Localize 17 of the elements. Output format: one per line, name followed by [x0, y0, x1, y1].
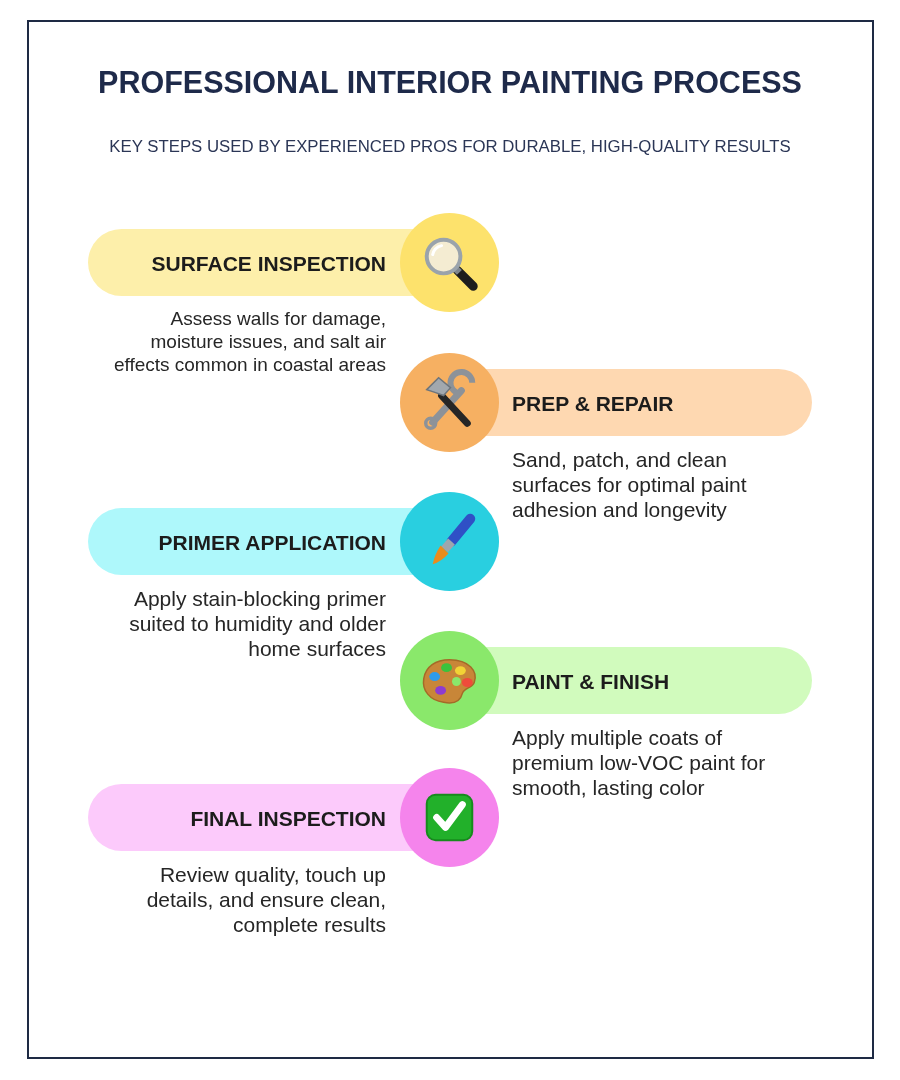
step-title: SURFACE INSPECTION [151, 250, 386, 275]
step-title: PRIMER APPLICATION [158, 529, 386, 554]
step-description: Apply stain-blocking primer suited to humidity and older home surfaces [128, 586, 386, 661]
step-banner [88, 213, 499, 312]
step-description: Review quality, touch up details, and ensure clean, complete results [145, 862, 386, 937]
step-description: Sand, patch, and clean surfaces for optimal paint adhesion and longevity [512, 447, 748, 522]
step-title: FINAL INSPECTION [190, 805, 386, 830]
title: PROFESSIONAL INTERIOR PAINTING PROCESS [98, 64, 802, 100]
step-title: PAINT & FINISH [512, 668, 670, 693]
step-banner [400, 631, 812, 730]
step-banner [88, 492, 499, 591]
step-description: Assess walls for damage, moisture issues, and salt air effects common in coastal areas [112, 307, 386, 376]
step-title: PREP & REPAIR [512, 390, 674, 415]
step-banner [88, 768, 499, 867]
step-description: Apply multiple coats of premium low-VOC paint for smooth, lasting color [512, 725, 767, 800]
subtitle: KEY STEPS USED BY EXPERIENCED PROS FOR DURABLE, HIGH-QUALITY RESULTS [109, 137, 791, 157]
step-banner [400, 353, 812, 452]
